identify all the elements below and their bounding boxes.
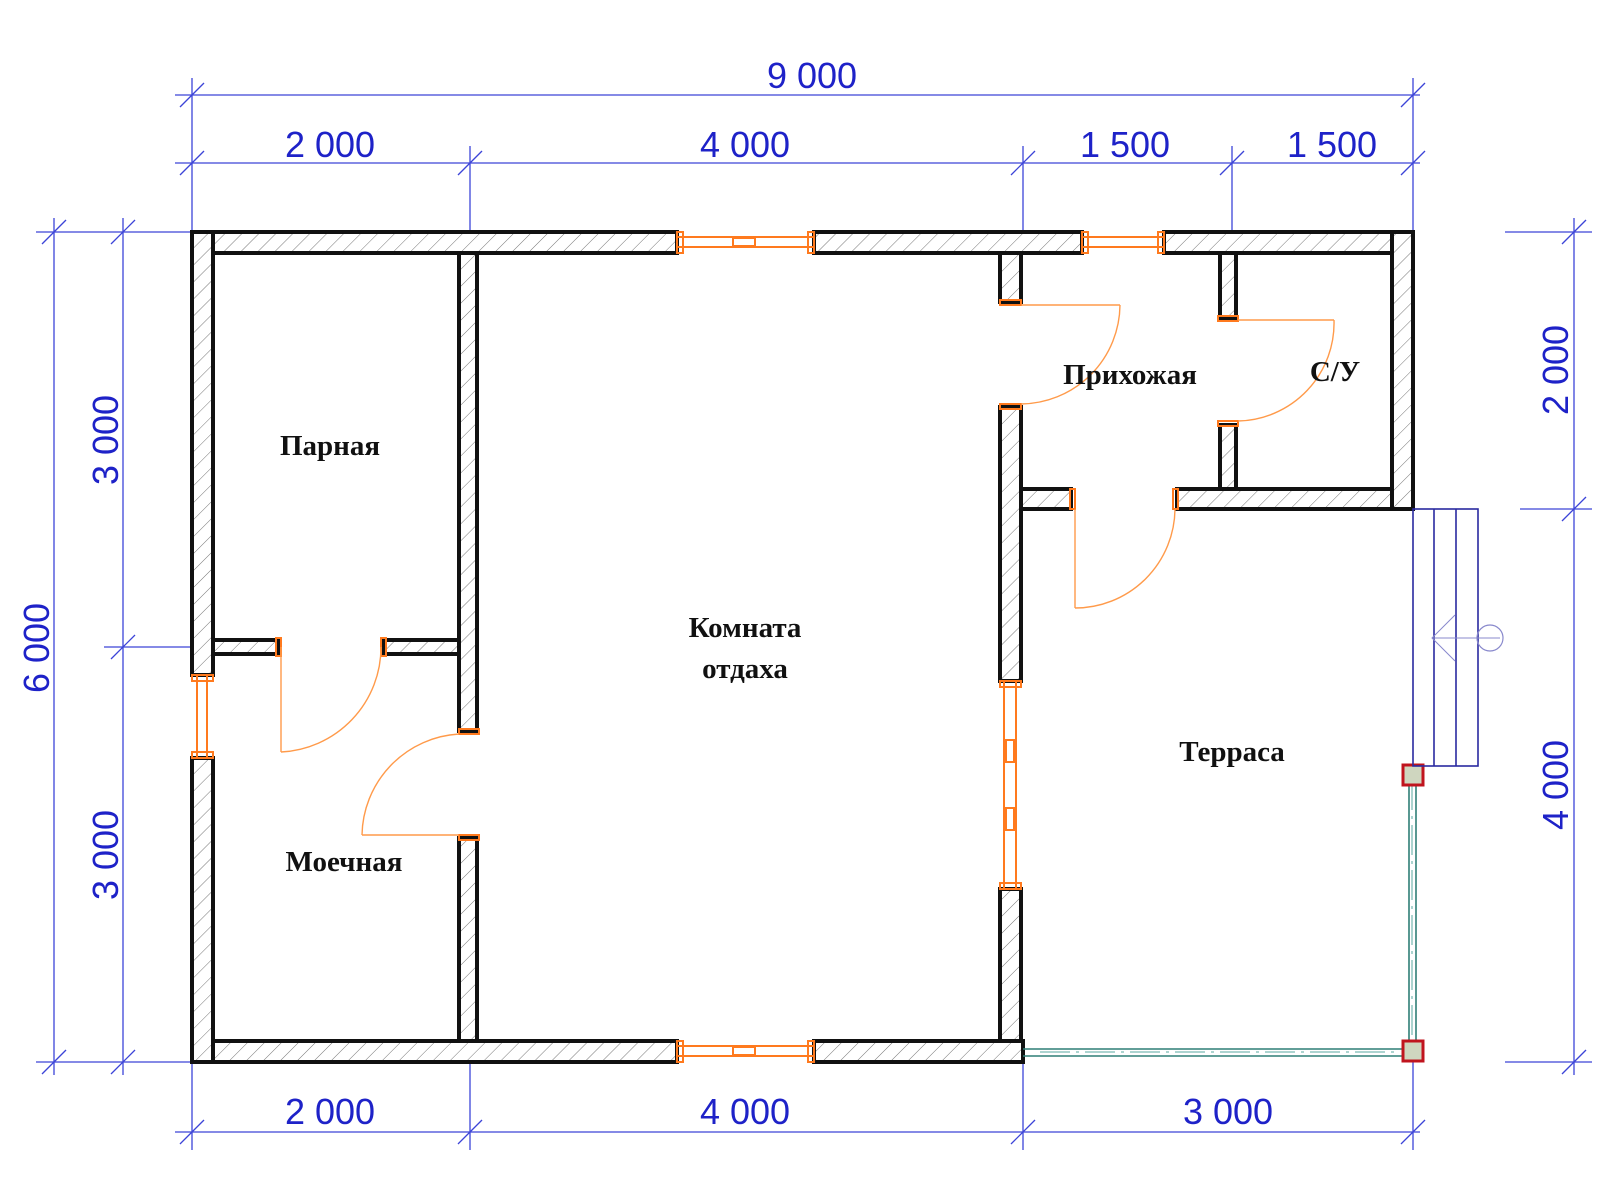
wall-partition-1-upper — [459, 253, 477, 731]
wall-su-upper — [1220, 253, 1236, 318]
dim-top-seg-2: 4 000 — [700, 124, 790, 165]
room-label-komnata-line1: Комната — [689, 612, 802, 644]
dim-bottom-seg-1: 2 000 — [285, 1091, 375, 1132]
door-hall-to-living — [999, 299, 1121, 410]
dim-right-seg-2: 4 000 — [1535, 740, 1576, 830]
dim-left-total: 6 000 — [16, 603, 57, 693]
wall-left-upper — [192, 232, 213, 675]
wall-parnaya-bottom-1 — [213, 640, 278, 654]
wall-top-1 — [192, 232, 677, 253]
room-label-komnata-line2: отдаха — [702, 653, 788, 685]
terrace-post-top — [1401, 763, 1425, 787]
walls — [190, 230, 1415, 1064]
room-label-parnaya: Парная — [280, 430, 380, 462]
dim-left-seg-2: 3 000 — [85, 810, 126, 900]
dimension-lines — [36, 78, 1592, 1150]
wall-partition-2-low — [1000, 889, 1021, 1041]
door-su — [1217, 315, 1335, 427]
wall-hall-bottom-1 — [1021, 489, 1071, 509]
door-parnaya — [275, 637, 387, 753]
wall-left-lower — [192, 758, 213, 1062]
wall-partition-2-stub — [1000, 253, 1021, 302]
door-wash-to-living — [361, 728, 480, 841]
dim-left-seg-1: 3 000 — [85, 395, 126, 485]
door-hall-to-terrace — [1069, 488, 1179, 609]
terrace-railing — [1023, 776, 1417, 1057]
dim-bottom-seg-3: 3 000 — [1183, 1091, 1273, 1132]
wall-hall-bottom-2 — [1177, 489, 1392, 509]
room-label-prihozhaya: Прихожая — [1063, 359, 1197, 391]
wall-top-3 — [1164, 232, 1413, 253]
dim-top-seg-4: 1 500 — [1287, 124, 1377, 165]
window-bottom-living — [676, 1040, 815, 1063]
dim-top-total: 9 000 — [767, 55, 857, 96]
wall-partition-1-lower — [459, 838, 477, 1041]
window-left-wash — [191, 674, 214, 759]
dim-bottom-seg-2: 4 000 — [700, 1091, 790, 1132]
room-label-terrasa: Терраса — [1179, 736, 1285, 768]
room-label-moechnaya: Моечная — [286, 846, 403, 878]
dim-top-seg-1: 2 000 — [285, 124, 375, 165]
terrace-post-bottom — [1401, 1039, 1425, 1063]
window-top-hall — [1081, 231, 1165, 254]
wall-partition-2-mid — [1000, 407, 1021, 681]
terrace-stairs — [1412, 508, 1504, 767]
room-label-su: С/У — [1310, 356, 1360, 388]
dim-right-seg-1: 2 000 — [1535, 325, 1576, 415]
wall-right — [1392, 232, 1413, 509]
window-top-living — [676, 231, 815, 254]
wall-bottom-2 — [814, 1041, 1023, 1062]
wall-top-2 — [814, 232, 1082, 253]
wall-bottom-1 — [192, 1041, 677, 1062]
dim-top-seg-3: 1 500 — [1080, 124, 1170, 165]
wall-su-lower — [1220, 425, 1236, 489]
doors — [275, 299, 1335, 841]
window-terrace-partition — [999, 680, 1022, 890]
windows — [191, 231, 1165, 1063]
wall-parnaya-bottom-2 — [384, 640, 459, 654]
